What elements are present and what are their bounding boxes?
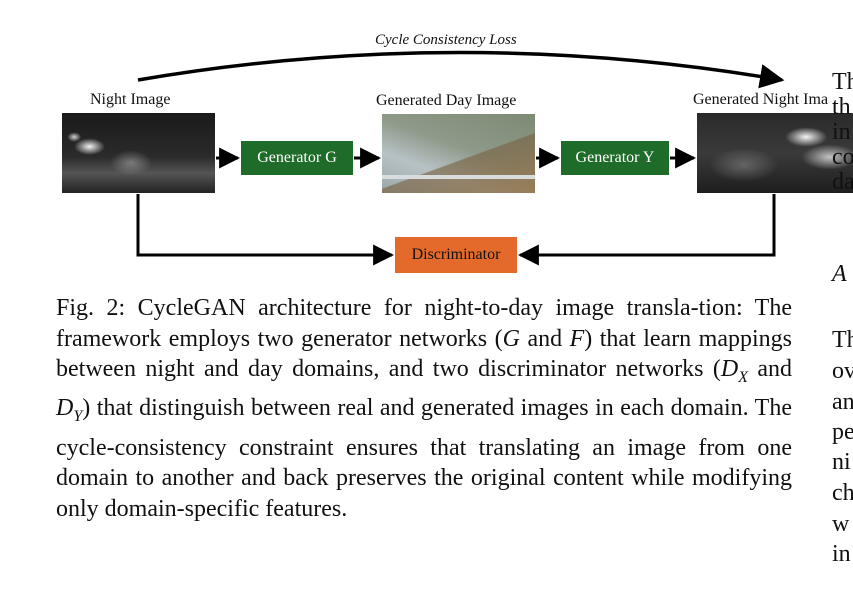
arrow-gen-night-to-discriminator bbox=[517, 194, 776, 266]
night-image bbox=[62, 113, 215, 193]
right-column-line: in bbox=[832, 541, 851, 567]
discriminator-box: Discriminator bbox=[395, 237, 517, 273]
figure-caption: Fig. 2: CycleGAN architecture for night-… bbox=[56, 293, 792, 524]
arrow-night-to-discriminator bbox=[136, 194, 395, 266]
caption-text-1: Fig. 2: CycleGAN architecture for night-… bbox=[56, 295, 792, 352]
generated-day-image-label: Generated Day Image bbox=[376, 92, 517, 109]
math-dy-sub: Y bbox=[73, 408, 83, 426]
caption-and-2: and bbox=[747, 356, 792, 382]
math-g: G bbox=[502, 325, 520, 352]
right-column-line: da bbox=[832, 169, 853, 195]
right-column-line: in bbox=[832, 119, 851, 145]
right-column-line: ch bbox=[832, 480, 853, 506]
cyclegan-diagram: Cycle Consistency Loss Night Image Gener… bbox=[0, 0, 853, 290]
right-column-line: pe bbox=[832, 419, 853, 445]
right-column-line: ni bbox=[832, 449, 851, 475]
generated-night-image bbox=[697, 113, 853, 193]
cycle-consistency-loss-label: Cycle Consistency Loss bbox=[375, 32, 517, 48]
generator-y-box: Generator Y bbox=[561, 141, 669, 175]
right-column-line: th bbox=[832, 94, 851, 120]
caption-and-1: and bbox=[519, 325, 570, 352]
generated-night-image-label: Generated Night Ima bbox=[693, 91, 829, 108]
night-image-label: Night Image bbox=[90, 91, 171, 108]
math-dy: D bbox=[56, 395, 74, 422]
cycle-loss-arrow bbox=[137, 50, 785, 89]
math-dx: D bbox=[720, 356, 739, 382]
caption-text-3: ) that distinguish between real and gene… bbox=[56, 395, 792, 522]
diagram-arrows bbox=[136, 50, 785, 266]
caption-text-2: ) that learn mappings between night and … bbox=[56, 325, 792, 383]
math-dx-sub: X bbox=[738, 368, 748, 386]
math-f: F bbox=[569, 325, 585, 352]
right-column-line: co bbox=[832, 144, 853, 170]
right-column-line: Th bbox=[832, 69, 853, 95]
right-column-line: w bbox=[832, 511, 850, 537]
generated-day-image bbox=[382, 114, 535, 193]
generator-g-box: Generator G bbox=[241, 141, 353, 175]
right-column-line: Th bbox=[832, 327, 853, 353]
right-column-line: A bbox=[832, 261, 847, 287]
right-column-line: an bbox=[832, 389, 853, 415]
right-column-line: ov bbox=[832, 358, 853, 384]
